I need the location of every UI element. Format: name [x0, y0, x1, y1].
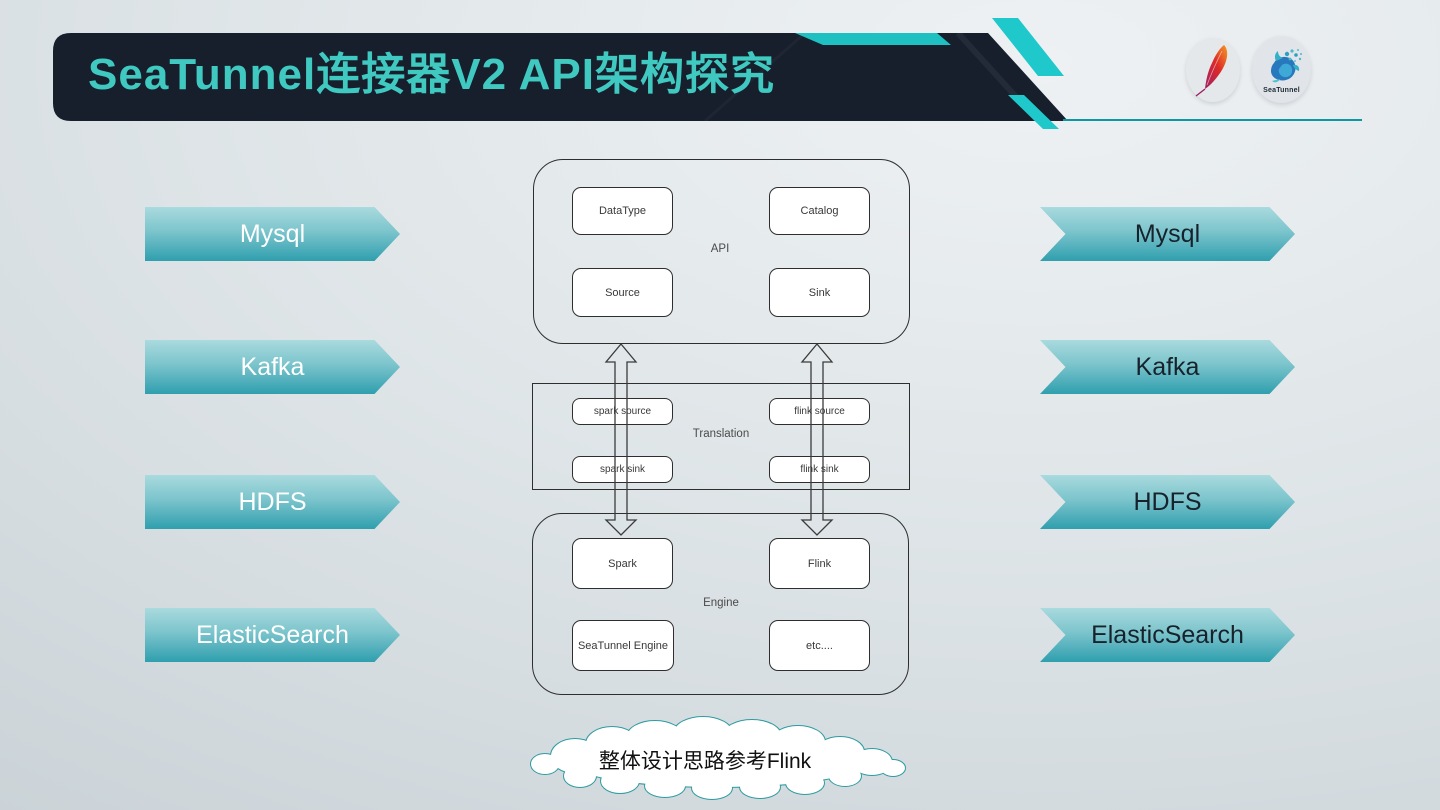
apache-feather-logo [1186, 38, 1240, 102]
banner-label: ElasticSearch [196, 620, 349, 649]
page-title: SeaTunnel连接器V2 API架构探究 [88, 50, 775, 99]
banner-label: Kafka [240, 352, 305, 381]
cloud-note: 整体设计思路参考Flink [598, 750, 812, 773]
banner-label: HDFS [238, 487, 307, 516]
banner-left-mysql: Mysql [145, 207, 400, 261]
banner-left-elasticsearch: ElasticSearch [145, 608, 400, 662]
api-group-box [533, 159, 910, 344]
apache-feather-icon [1195, 45, 1228, 97]
teal-top-band [795, 33, 951, 45]
api-group-label: API [710, 243, 730, 255]
banner-label: Mysql [239, 219, 306, 248]
node-source: Source [572, 268, 673, 317]
node-spark-source: spark source [572, 398, 673, 425]
node-catalog: Catalog [769, 187, 870, 235]
banner-label: HDFS [1133, 487, 1202, 516]
cloud-shape [530, 716, 906, 800]
header-decoration [53, 18, 1362, 129]
translation-group-label: Translation [692, 428, 750, 440]
node-flink: Flink [769, 538, 870, 589]
seatunnel-logo-caption: SeaTunnel [1263, 87, 1300, 94]
banner-right-elasticsearch: ElasticSearch [1040, 608, 1295, 662]
node-seatunnel-engine: SeaTunnel Engine [572, 620, 674, 671]
seatunnel-logo: SeaTunnel [1252, 36, 1311, 103]
banner-left-hdfs: HDFS [145, 475, 400, 529]
teal-slash-small [1008, 95, 1059, 129]
banner-right-kafka: Kafka [1040, 340, 1295, 394]
header-dark-shape [53, 33, 1068, 121]
node-datatype: DataType [572, 187, 673, 235]
banner-label: Kafka [1135, 352, 1200, 381]
banner-right-mysql: Mysql [1040, 207, 1295, 261]
node-etc: etc.... [769, 620, 870, 671]
engine-group-box [532, 513, 909, 695]
engine-group-label: Engine [703, 597, 739, 609]
banner-label: Mysql [1134, 219, 1201, 248]
seatunnel-splash-icon [1270, 48, 1302, 83]
teal-slash-large [992, 18, 1064, 76]
banner-left-kafka: Kafka [145, 340, 400, 394]
translation-group-box [532, 383, 910, 490]
node-spark: Spark [572, 538, 673, 589]
banner-label: ElasticSearch [1091, 620, 1244, 649]
banner-right-hdfs: HDFS [1040, 475, 1295, 529]
node-flink-sink: flink sink [769, 456, 870, 483]
node-sink: Sink [769, 268, 870, 317]
node-spark-sink: spark sink [572, 456, 673, 483]
node-flink-source: flink source [769, 398, 870, 425]
